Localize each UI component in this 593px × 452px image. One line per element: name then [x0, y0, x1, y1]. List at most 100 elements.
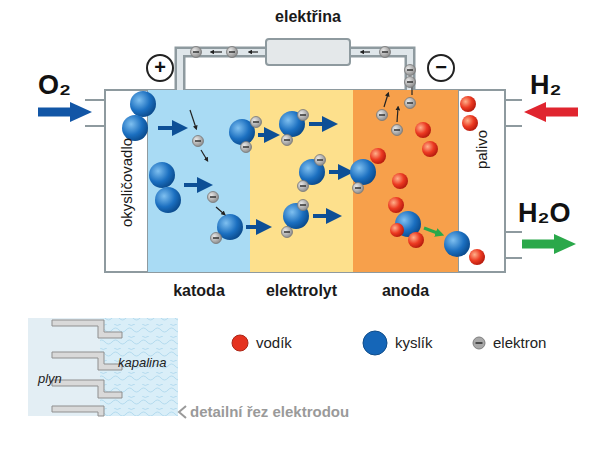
detail-caption: detailní řez elektrodou: [190, 404, 349, 419]
oxygen-atom: [130, 91, 156, 117]
motion-arrow: [424, 228, 440, 234]
electron: [211, 233, 222, 244]
electron-minus: [317, 159, 323, 161]
legend-swatch: [232, 335, 248, 351]
electron-minus: [195, 140, 201, 142]
hydrogen-atom: [469, 249, 485, 265]
electron: [227, 47, 238, 58]
node-label: katoda: [173, 282, 225, 300]
electron: [380, 47, 391, 58]
electron: [298, 181, 309, 192]
phase-label: plyn: [38, 372, 62, 385]
motion-arrow: [158, 126, 180, 130]
wire: [180, 52, 265, 90]
molecules: [122, 47, 485, 266]
oxygen-atom: [299, 159, 325, 185]
terminal-symbols: [147, 55, 454, 81]
motion-arrow: [216, 207, 224, 214]
electron: [405, 77, 416, 88]
terminal-sign: +: [154, 57, 166, 77]
oxygen-atom: [395, 211, 421, 237]
node-label: palivo: [473, 129, 490, 168]
legend-label: elektron: [493, 335, 546, 350]
electron: [377, 110, 388, 121]
flow-arrows: [38, 102, 578, 254]
electron-minus: [379, 114, 385, 116]
electron-minus: [407, 69, 413, 71]
electron: [392, 125, 403, 136]
oxygen-atom: [279, 111, 305, 137]
motion-arrow: [190, 110, 196, 128]
electron: [315, 155, 326, 166]
gas-formula: H₂: [530, 72, 562, 99]
phase-label: kapalina: [118, 356, 166, 369]
motion-arrow: [250, 51, 258, 52]
oxygen-atom: [149, 162, 175, 188]
motion-arrow: [362, 51, 370, 52]
electron-minus: [284, 139, 290, 141]
motion-arrow: [329, 170, 346, 174]
motion-arrow: [201, 150, 207, 160]
hydrogen-atom: [388, 197, 404, 213]
cell-band: palivo: [458, 90, 505, 272]
oxygen-atom: [444, 231, 470, 257]
motion-arrow: [411, 82, 412, 95]
electron-minus: [213, 237, 219, 239]
hydrogen-atom: [408, 232, 424, 248]
node-label: elektrolyt: [266, 282, 337, 300]
oxygen-atom: [229, 119, 255, 145]
oxygen-atom: [217, 214, 243, 240]
legend-swatch: [363, 331, 387, 355]
hydrogen-atom: [460, 96, 476, 112]
motion-arrow: [313, 214, 334, 218]
hydrogen-atom: [370, 148, 386, 164]
terminal-sign: −: [435, 57, 447, 77]
electron-minus: [210, 196, 216, 198]
motion-arrow: [246, 225, 264, 229]
electron-minus: [407, 102, 413, 104]
oxygen-atom: [122, 115, 148, 141]
wire-core: [351, 52, 410, 90]
oxygen-atom: [283, 203, 309, 229]
electron-minus: [355, 187, 361, 189]
electron-minus: [407, 81, 413, 83]
electron: [193, 136, 204, 147]
motion-arrow: [258, 133, 272, 137]
wire-core: [180, 52, 265, 90]
legend-label: vodík: [256, 335, 292, 350]
electron-minus: [300, 204, 306, 206]
hydrogen-atom: [415, 122, 431, 138]
electron: [298, 110, 309, 121]
hydrogen-atom: [422, 141, 438, 157]
wire: [351, 52, 410, 90]
electron: [282, 135, 293, 146]
load-box: elektřina: [265, 38, 351, 66]
node-label: anoda: [382, 282, 429, 300]
electron-minus: [300, 185, 306, 187]
motion-arrow: [212, 51, 222, 52]
legend-label: kyslík: [395, 335, 433, 350]
electron-minus: [300, 114, 306, 116]
electron: [241, 142, 252, 153]
node-label: elektřina: [275, 8, 341, 26]
electron: [208, 192, 219, 203]
electron: [353, 183, 364, 194]
electron-minus: [394, 129, 400, 131]
oxygen-atom: [350, 159, 376, 185]
electron: [282, 227, 293, 238]
cell-band: anoda: [353, 90, 458, 272]
legend-swatch: [473, 337, 485, 349]
gas-formula: H₂O: [518, 200, 571, 227]
electron-minus: [476, 342, 483, 344]
hydrogen-atom: [462, 115, 478, 131]
hydrogen-atom: [390, 223, 404, 237]
electron: [251, 117, 262, 128]
electron-minus: [229, 51, 235, 53]
electron-minus: [253, 121, 259, 123]
electron-minus: [284, 231, 290, 233]
cell-band: okysličovadlo: [105, 90, 148, 272]
electron: [405, 65, 416, 76]
electron: [405, 98, 416, 109]
